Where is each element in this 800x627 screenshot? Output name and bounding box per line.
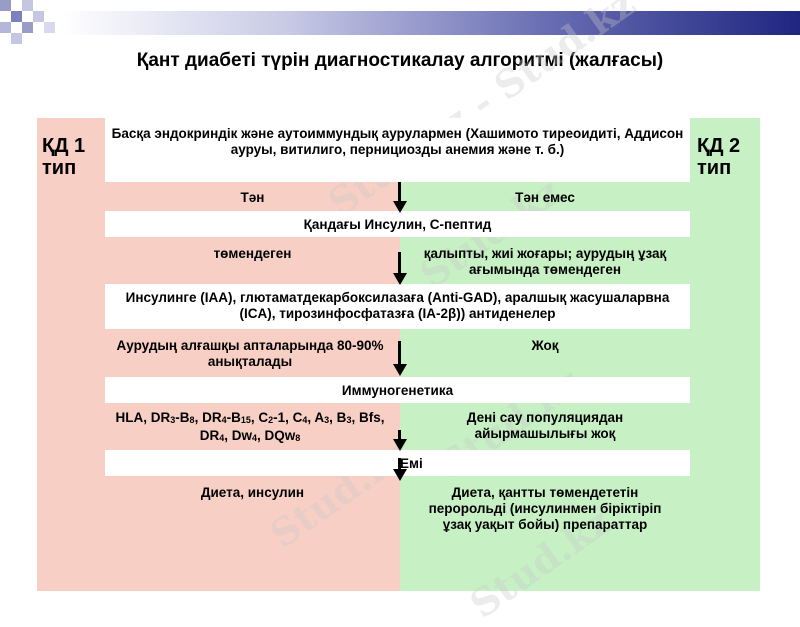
immunogenetics-header-box (105, 377, 690, 403)
antibodies-box (105, 284, 690, 329)
insulin-header-box (105, 211, 690, 237)
antibodies-right: Жоқ (531, 338, 559, 353)
arrow-down-icon (393, 439, 407, 451)
arrow-down-icon (393, 364, 407, 376)
arrow-line (398, 182, 401, 202)
arrow-line (398, 341, 401, 365)
hla-left: HLA, DR3-B8, DR4-B15, C2-1, C4, A3, B3, … (115, 410, 385, 443)
treatment-right: Диета, қантты төмендететін перорольді (и… (428, 485, 662, 532)
page-title: Қант диабеті түрін диагностикалау алгори… (136, 50, 664, 71)
arrow-line (398, 458, 401, 470)
typical-left: Тән (240, 190, 265, 205)
arrow-down-icon (393, 273, 407, 285)
antibodies-text: Инсулинге (IAA), глютаматдекарбоксилазағ… (125, 290, 670, 321)
insulin-right: қалыпты, жиі жоғары; аурудың ұзақ ағымын… (423, 246, 667, 277)
type2-column (400, 118, 760, 591)
header-banner (62, 11, 800, 35)
treatment-header: Емі (400, 456, 423, 471)
treatment-left: Диета, инсулин (200, 485, 305, 500)
corner-decoration (0, 0, 62, 48)
insulin-low-left: төмендеген (213, 246, 292, 261)
insulin-header: Қандағы Инсулин, С-пептид (303, 217, 492, 232)
arrow-line (398, 252, 401, 274)
typical-right: Тән емес (515, 190, 575, 205)
arrow-down-icon (393, 201, 407, 213)
autoimmune-box (105, 118, 690, 182)
autoimmune-text: Басқа эндокриндік және аутоиммундық ауру… (111, 126, 684, 157)
hla-right: Дені сау популяциядан айырмашылығы жоқ (466, 410, 624, 441)
antibodies-left: Аурудың алғашқы апталарында 80-90% анықт… (116, 338, 384, 369)
immunogenetics-header: Иммуногенетика (341, 383, 454, 398)
type1-column (37, 118, 400, 591)
arrow-down-icon (393, 469, 407, 481)
arrow-line (398, 430, 401, 440)
